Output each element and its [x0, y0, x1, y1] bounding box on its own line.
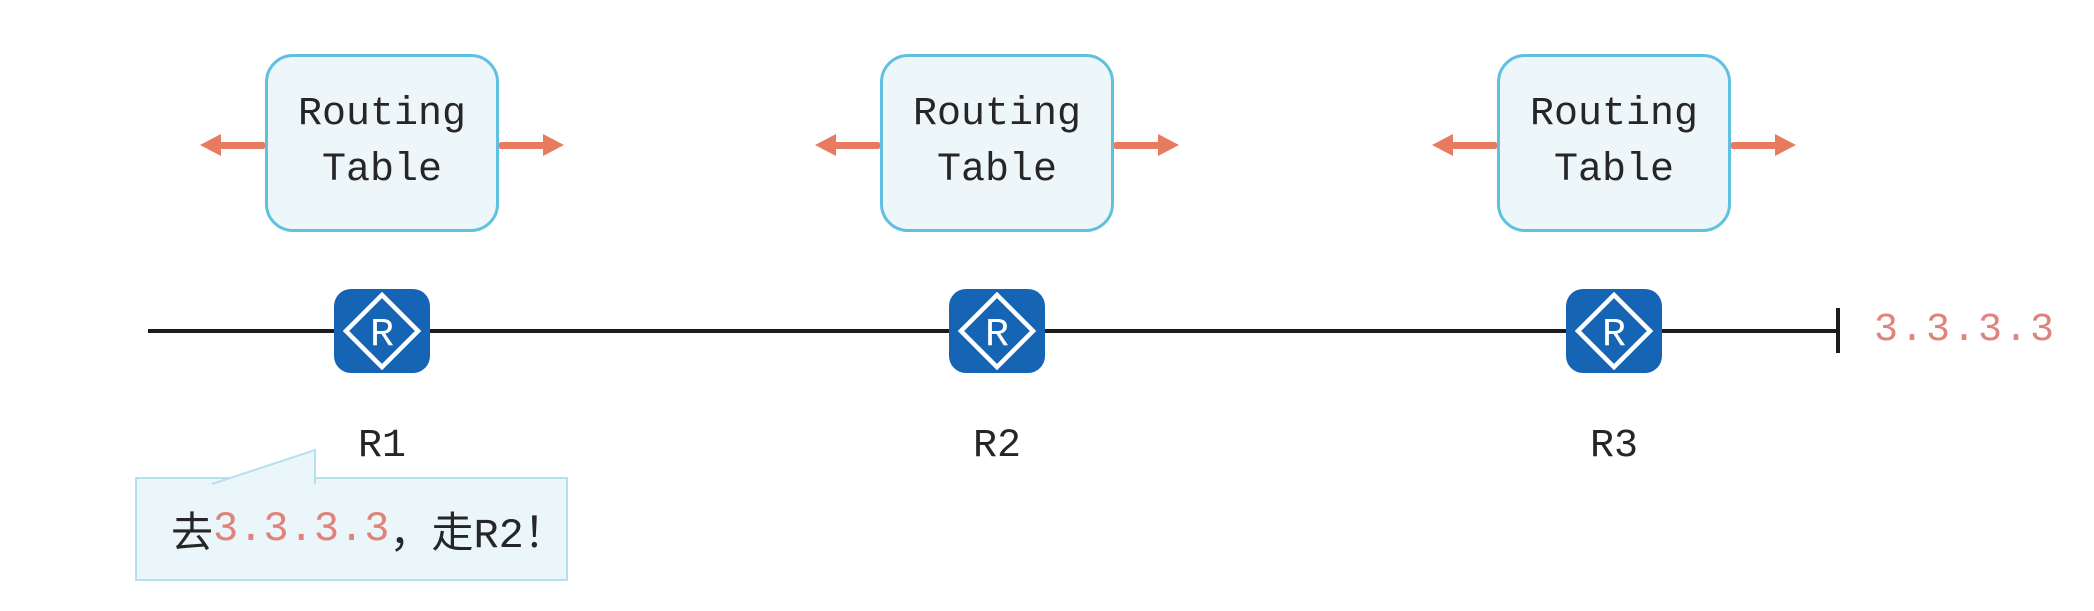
arrow-head-icon — [1432, 134, 1453, 156]
arrow-right-icon — [1731, 134, 1796, 156]
router-group-r2: Routing Table R R2 — [815, 0, 1179, 611]
router-group-r3: Routing Table R R3 — [1432, 0, 1796, 611]
routing-table-box-r2: Routing Table — [880, 54, 1114, 232]
callout-tail — [211, 448, 316, 485]
arrow-head-icon — [1775, 134, 1796, 156]
arrow-head-icon — [543, 134, 564, 156]
router-icon: R — [948, 288, 1046, 374]
router-label-r1: R1 — [357, 424, 406, 469]
routing-table-line2: Table — [1553, 148, 1675, 193]
routing-table-box-r3: Routing Table — [1497, 54, 1731, 232]
arrow-left-icon — [1432, 134, 1497, 156]
router-icon: R — [1565, 288, 1663, 374]
router-label-r3: R3 — [1589, 424, 1638, 469]
router-group-r1: Routing Table R R1 — [200, 0, 564, 611]
svg-text:R: R — [985, 313, 1009, 358]
arrow-head-icon — [815, 134, 836, 156]
routing-table-line1: Routing — [912, 92, 1082, 137]
arrow-shaft — [1448, 142, 1497, 149]
router-icon: R — [333, 288, 431, 374]
arrow-right-icon — [1114, 134, 1179, 156]
arrow-head-icon — [200, 134, 221, 156]
arrow-head-icon — [1158, 134, 1179, 156]
svg-text:R: R — [1602, 313, 1626, 358]
link-end-tick — [1836, 308, 1840, 353]
callout-suffix: ，走R2！ — [389, 511, 566, 560]
routing-table-line2: Table — [321, 148, 443, 193]
arrow-left-icon — [815, 134, 880, 156]
arrow-shaft — [1731, 142, 1780, 149]
routing-table-line1: Routing — [297, 92, 467, 137]
arrow-shaft — [499, 142, 548, 149]
router-label-r2: R2 — [972, 424, 1021, 469]
routing-table-box-r1: Routing Table — [265, 54, 499, 232]
arrow-left-icon — [200, 134, 265, 156]
svg-text:R: R — [370, 313, 394, 358]
callout-destination: 3.3.3.3 — [213, 505, 390, 553]
arrow-right-icon — [499, 134, 564, 156]
destination-label: 3.3.3.3 — [1874, 308, 2057, 353]
arrow-shaft — [216, 142, 265, 149]
routing-table-line1: Routing — [1529, 92, 1699, 137]
arrow-shaft — [1114, 142, 1163, 149]
arrow-shaft — [831, 142, 880, 149]
routing-table-line2: Table — [936, 148, 1058, 193]
callout-prefix: 去 — [171, 511, 214, 560]
